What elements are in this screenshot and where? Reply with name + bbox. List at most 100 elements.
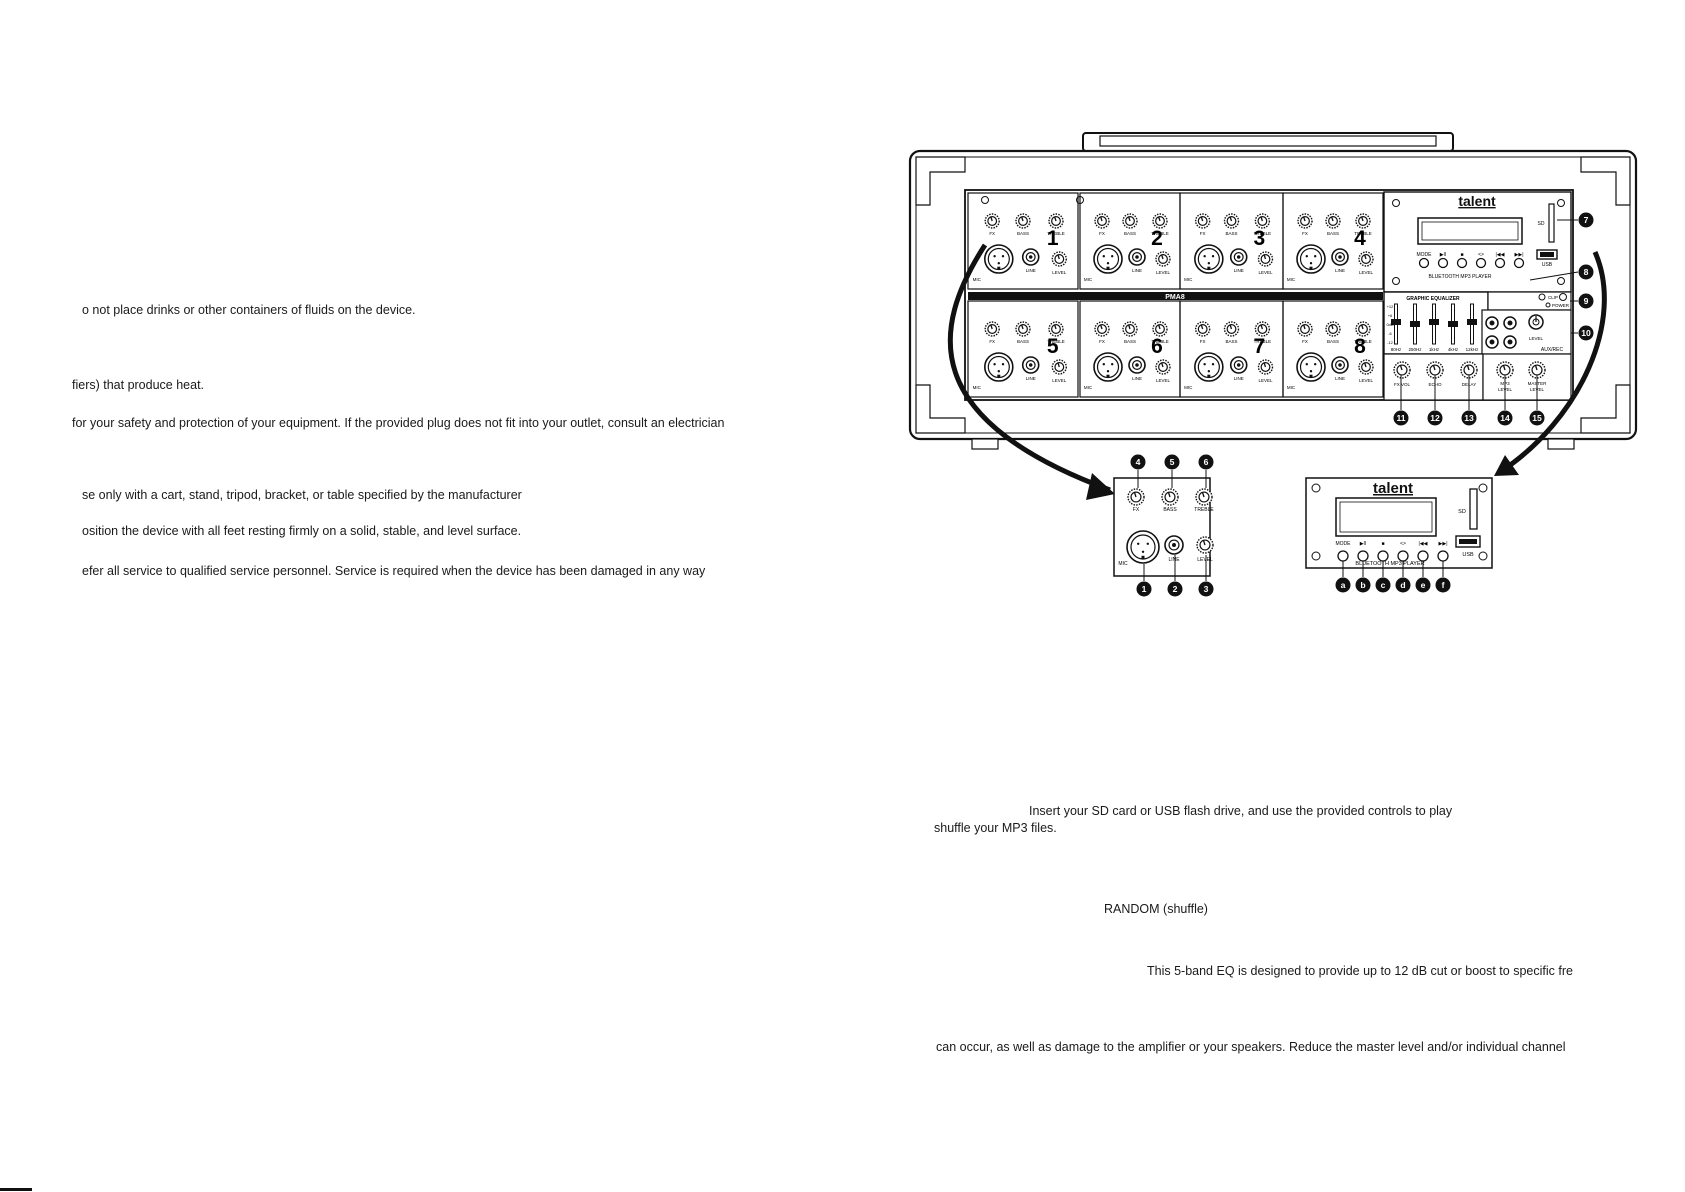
knob-label: FX bbox=[989, 339, 995, 344]
knob-label: TREBLE bbox=[1254, 339, 1272, 344]
knob-label: TREBLE bbox=[1151, 231, 1169, 236]
level-label: LEVEL bbox=[1258, 378, 1273, 383]
aux-rec-label: AUX/REC bbox=[1541, 347, 1564, 353]
callout-player-b: b bbox=[1355, 577, 1371, 593]
line-input-jack bbox=[1021, 356, 1040, 374]
player-button bbox=[1475, 257, 1487, 269]
level-label: LEVEL bbox=[1359, 378, 1374, 383]
detail-player-button bbox=[1417, 550, 1429, 562]
eq-slider-knob bbox=[1467, 319, 1477, 325]
callout-10: 10 bbox=[1578, 325, 1594, 341]
svg-text:6: 6 bbox=[1204, 457, 1209, 467]
callout-channel-3: 3 bbox=[1198, 581, 1214, 597]
player-label-detail: BLUETOOTH MP3 PLAYER bbox=[1355, 561, 1424, 567]
mic-input-xlr bbox=[1296, 352, 1326, 382]
detail-knob-label: TREBLE bbox=[1194, 507, 1214, 513]
eq-slider-knob bbox=[1429, 319, 1439, 325]
safety-line-service: efer all service to qualified service pe… bbox=[82, 564, 706, 578]
mic-label: MIC bbox=[1287, 385, 1296, 390]
svg-text:10: 10 bbox=[1581, 328, 1591, 338]
eq-band-label: 250Hz bbox=[1408, 347, 1422, 352]
safety-line-cart: se only with a cart, stand, tripod, brac… bbox=[82, 488, 522, 502]
eq-knob bbox=[1048, 321, 1064, 337]
eq-knob bbox=[1325, 321, 1341, 337]
level-knob bbox=[1257, 359, 1274, 375]
mic-input-xlr bbox=[983, 244, 1014, 274]
eq-knob bbox=[1325, 213, 1341, 229]
eq-knob bbox=[1122, 321, 1138, 337]
callout-player-e: e bbox=[1415, 577, 1431, 593]
detail-line-input bbox=[1164, 535, 1184, 555]
line-label: LINE bbox=[1335, 376, 1345, 381]
svg-text:d: d bbox=[1400, 580, 1405, 590]
callout-13: 13 bbox=[1461, 410, 1477, 426]
eq-band-label: 80Hz bbox=[1391, 347, 1402, 352]
safety-line-fluids: o not place drinks or other containers o… bbox=[82, 303, 416, 317]
knob-label: FX bbox=[1099, 339, 1105, 344]
player-label-main: BLUETOOTH MP3 PLAYER bbox=[1429, 274, 1492, 280]
svg-text:4: 4 bbox=[1136, 457, 1141, 467]
eq-knob bbox=[1194, 321, 1211, 337]
callout-channel-5: 5 bbox=[1164, 454, 1180, 470]
svg-text:a: a bbox=[1341, 580, 1346, 590]
eq-knob bbox=[1048, 213, 1064, 229]
level-label: LEVEL bbox=[1258, 270, 1273, 275]
player-button bbox=[1494, 257, 1506, 269]
knob-label: BASS bbox=[1017, 231, 1029, 236]
level-knob bbox=[1155, 251, 1171, 267]
detail-player-button-label: <> bbox=[1400, 541, 1406, 547]
eq-knob bbox=[1223, 321, 1240, 337]
master-knob bbox=[1496, 361, 1514, 379]
eq-knob bbox=[1297, 213, 1313, 229]
callout-9: 9 bbox=[1578, 293, 1594, 309]
sd-slot-detail bbox=[1469, 488, 1478, 530]
svg-text:14: 14 bbox=[1500, 413, 1510, 423]
eq-knob bbox=[1094, 213, 1110, 229]
safety-line-position: osition the device with all feet resting… bbox=[82, 524, 522, 538]
callout-player-f: f bbox=[1435, 577, 1451, 593]
level-knob bbox=[1155, 359, 1171, 375]
knob-label: TREBLE bbox=[1354, 231, 1372, 236]
master-knob bbox=[1426, 361, 1444, 379]
mic-label: MIC bbox=[973, 385, 982, 390]
eq-knob bbox=[1355, 321, 1371, 337]
detail-player-button-label: |◀◀ bbox=[1419, 541, 1428, 547]
eq-slider-knob bbox=[1410, 321, 1420, 327]
mic-label: MIC bbox=[1184, 385, 1193, 390]
player-button-label: ■ bbox=[1460, 252, 1463, 258]
eq-knob bbox=[1152, 321, 1168, 337]
mic-label: MIC bbox=[1287, 277, 1296, 282]
detail-mic-input bbox=[1126, 530, 1160, 564]
eq-scale-label: +12 bbox=[1387, 304, 1395, 309]
svg-text:8: 8 bbox=[1584, 267, 1589, 277]
clip-warning-text: can occur, as well as damage to the ampl… bbox=[936, 1040, 1566, 1054]
channel-number: 8 bbox=[1354, 335, 1366, 358]
arrow-to-player-detail bbox=[1498, 250, 1607, 475]
master-knob bbox=[1393, 361, 1411, 379]
line-label: LINE bbox=[1026, 376, 1036, 381]
svg-text:9: 9 bbox=[1584, 296, 1589, 306]
detail-knob-label: BASS bbox=[1163, 507, 1177, 513]
eq-knob bbox=[1254, 321, 1271, 337]
callout-14: 14 bbox=[1497, 410, 1513, 426]
brand-logo-main: talent bbox=[1458, 193, 1496, 209]
knob-label: FX bbox=[1302, 339, 1308, 344]
mic-input-xlr bbox=[1194, 352, 1224, 382]
svg-text:13: 13 bbox=[1464, 413, 1474, 423]
model-label: PMA8 bbox=[1165, 294, 1185, 301]
channel-number: 6 bbox=[1151, 335, 1163, 358]
aux-level-label: LEVEL bbox=[1529, 336, 1544, 341]
mic-input-xlr bbox=[1093, 352, 1123, 382]
channel-number: 1 bbox=[1047, 227, 1059, 250]
eq-scale-label: 0dB bbox=[1386, 322, 1393, 327]
detail-player-button-label: MODE bbox=[1336, 541, 1352, 547]
callout-15: 15 bbox=[1529, 410, 1545, 426]
mic-input-xlr bbox=[983, 352, 1014, 382]
level-knob bbox=[1358, 359, 1374, 375]
level-knob bbox=[1358, 251, 1374, 267]
svg-text:1: 1 bbox=[1142, 584, 1147, 594]
